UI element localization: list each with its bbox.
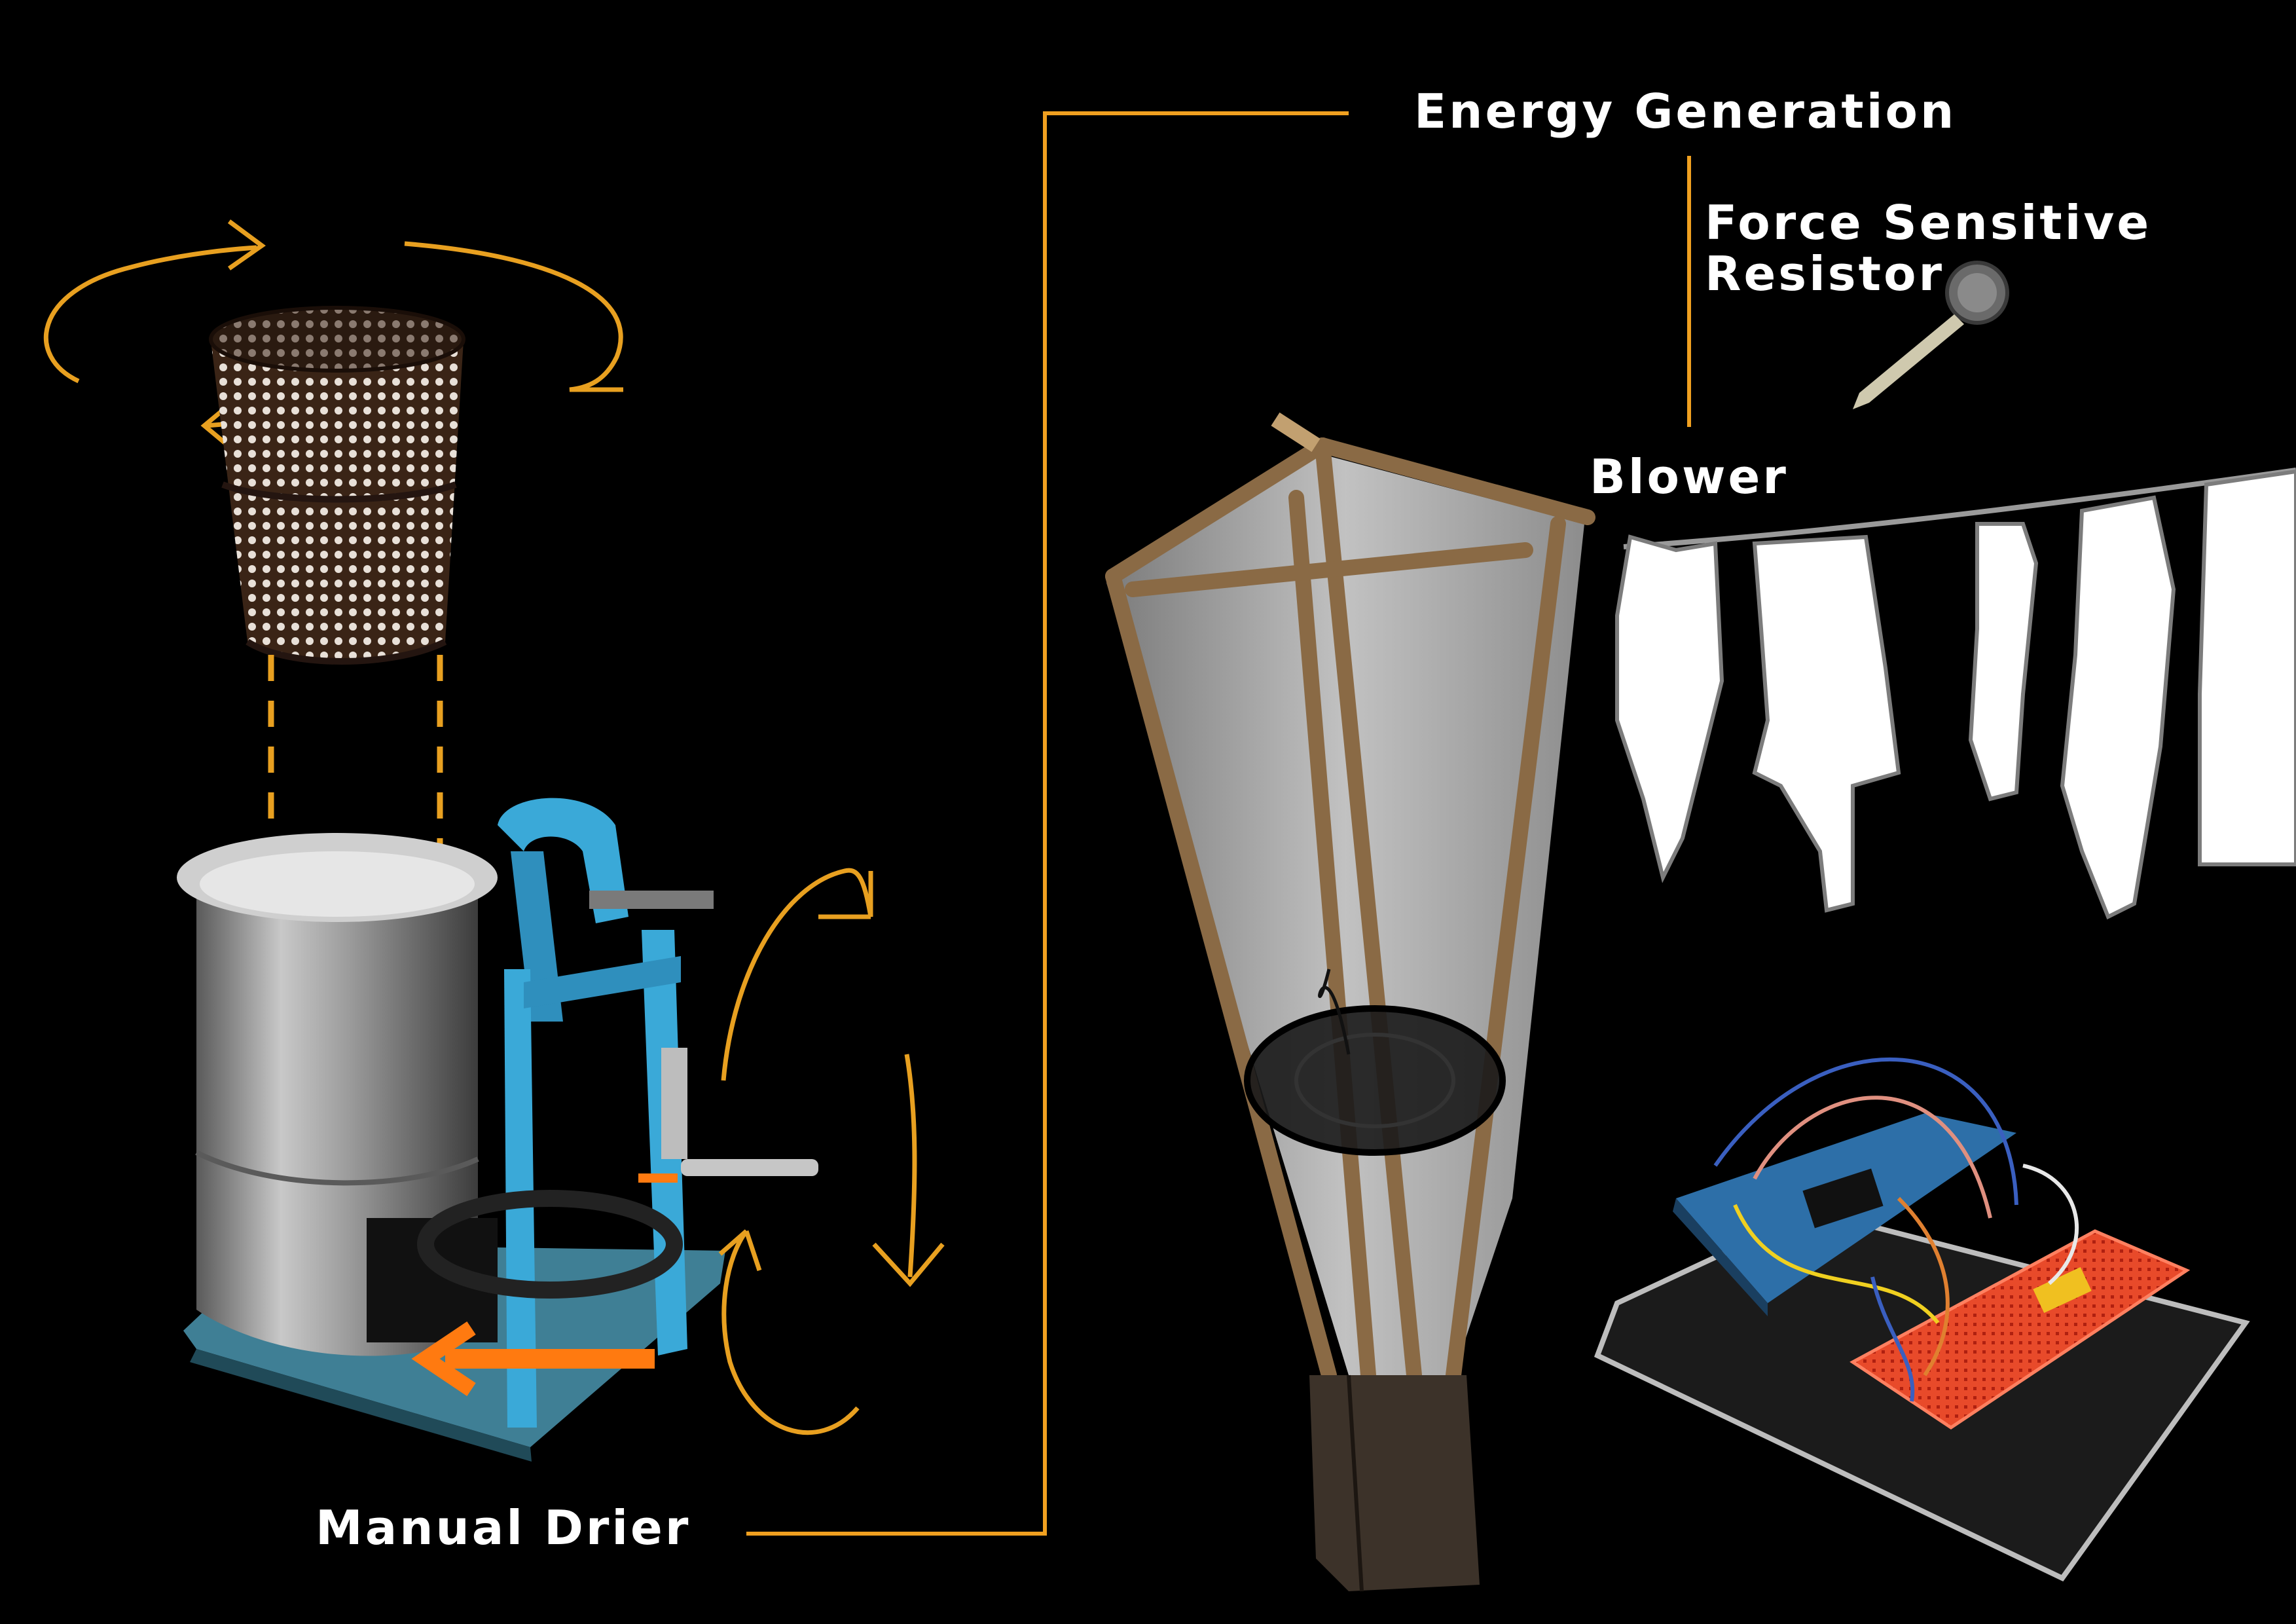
down-arrow-icon: [872, 1054, 945, 1287]
left-arrow-icon: [411, 1321, 655, 1396]
rotation-arrow-icon: [721, 868, 873, 1081]
force-sensitive-resistor-label: Force Sensitive Resistor: [1705, 195, 2152, 301]
manual-drier-machine: [177, 798, 818, 1462]
energy-generation-label: Energy Generation: [1414, 84, 1957, 139]
garment: [1752, 534, 1901, 913]
blower-cone: [1105, 412, 1595, 1592]
connector-drier-to-energy: [746, 111, 1349, 1536]
fsr-label-line-1: Force Sensitive: [1705, 195, 2152, 250]
force-sensitive-resistor: [1853, 261, 2009, 409]
connector-lines: [746, 111, 1691, 1536]
garment: [2060, 495, 2176, 920]
arduino-breadboard: [1594, 1057, 2250, 1582]
rotation-arrow-icon: [718, 1229, 860, 1435]
rotation-arrow-icon: [404, 241, 623, 392]
garment: [2198, 469, 2296, 866]
garment: [1615, 534, 1724, 883]
manual-drier-label: Manual Drier: [316, 1500, 691, 1555]
blower-label: Blower: [1590, 449, 1789, 504]
rotation-arrow-icon: [44, 245, 257, 384]
clothes-line: [1615, 468, 2296, 920]
garment: [1968, 522, 2039, 802]
fsr-label-line-2: Resistor: [1705, 246, 1945, 301]
drier-rotation-arrows: [718, 868, 945, 1435]
perforated-basket: [209, 306, 465, 665]
